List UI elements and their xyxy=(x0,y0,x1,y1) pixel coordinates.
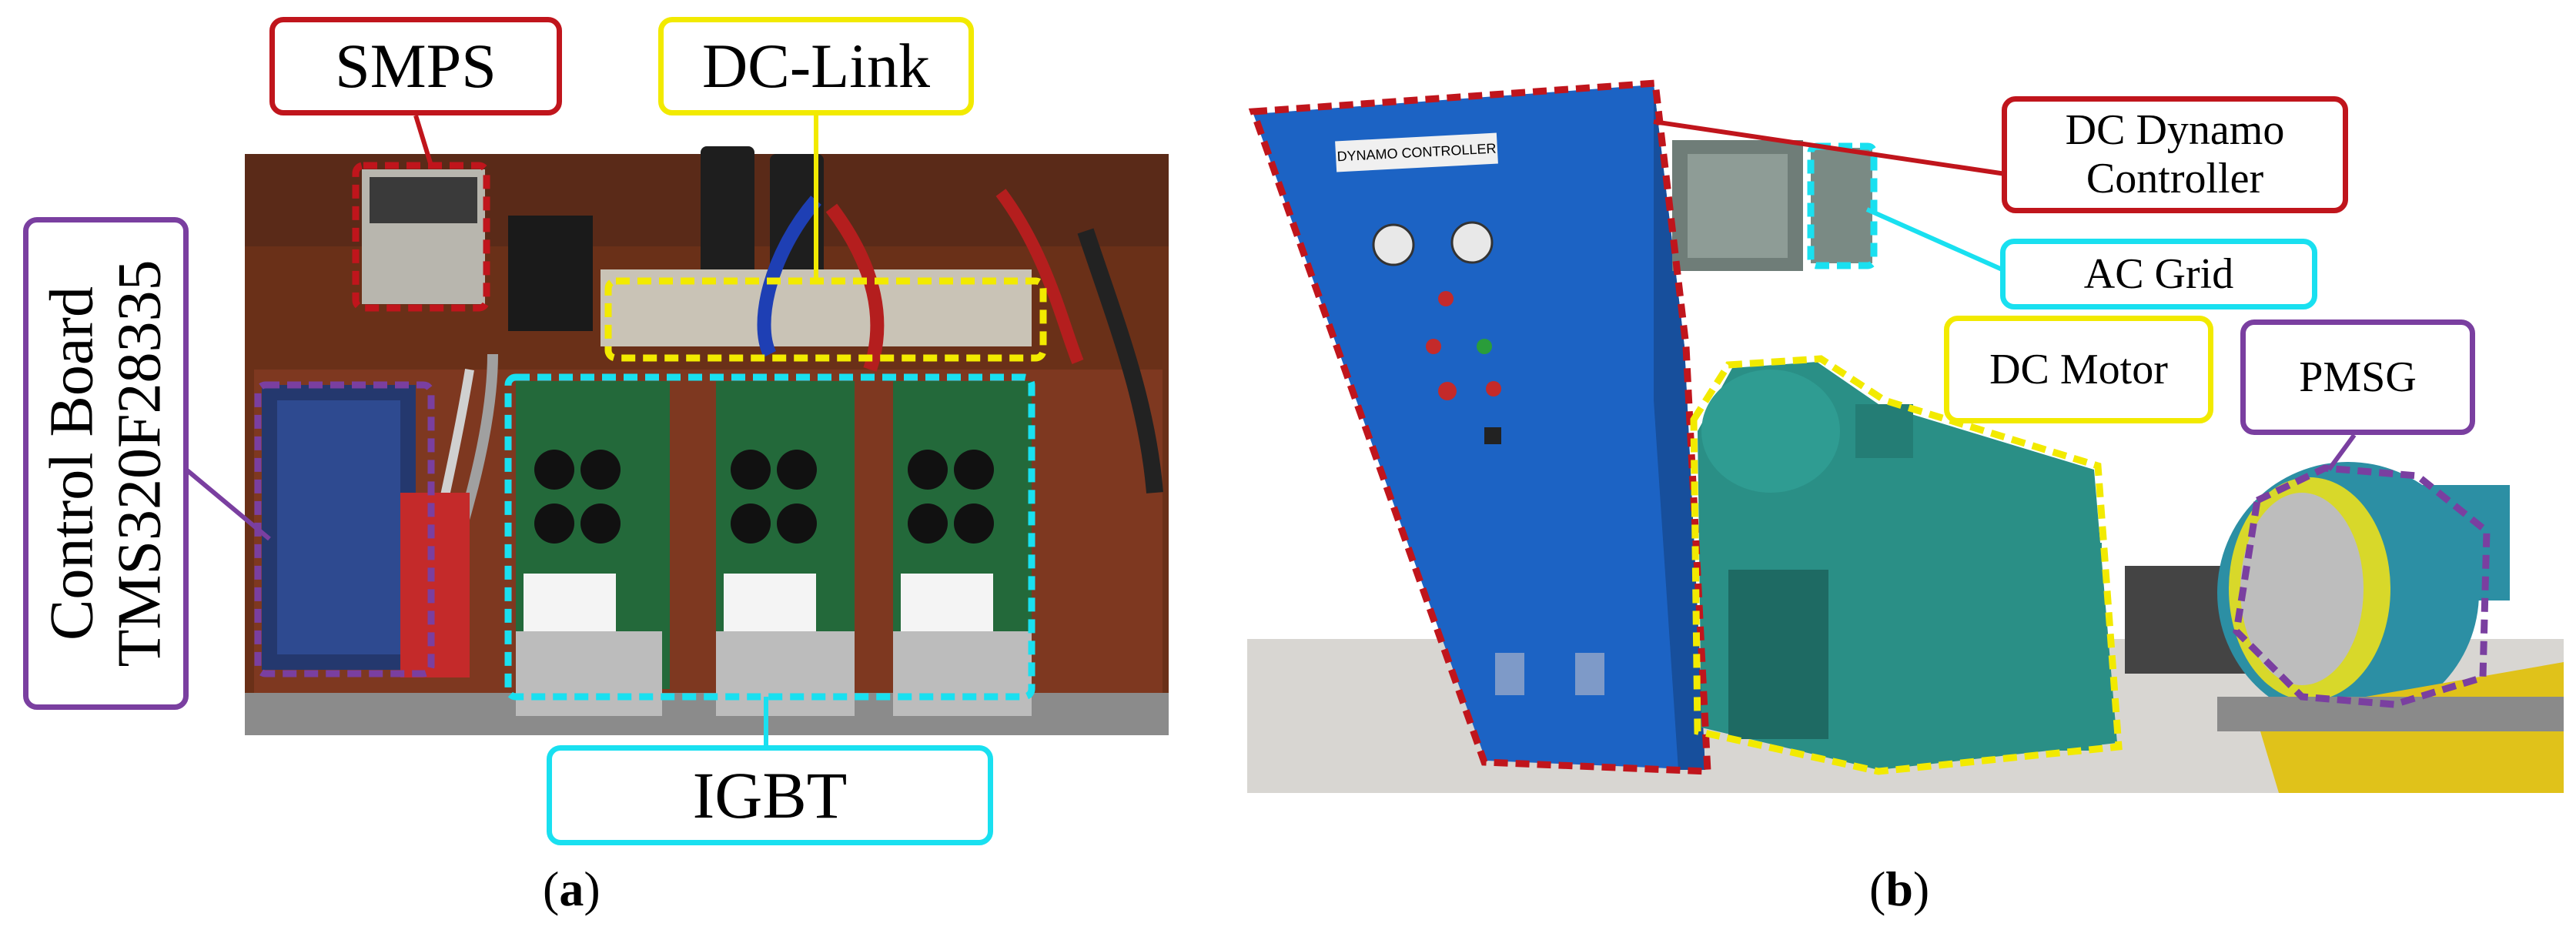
dc-motor-highlight xyxy=(1690,355,2123,775)
panel-a-caption: (a) xyxy=(543,861,601,916)
dc-link-capacitor xyxy=(701,146,754,277)
dynamo-cabinet xyxy=(1253,85,1705,770)
dc-dynamo-line1: DC Dynamo xyxy=(2065,106,2285,155)
control-board-label: Control Board TMS320F28335 xyxy=(23,217,189,710)
panel-a-leaders xyxy=(185,112,818,745)
dc-dynamo-controller-label: DC Dynamo Controller xyxy=(2002,96,2348,213)
igbt-label-text: IGBT xyxy=(692,758,848,832)
ac-grid-label-text: AC Grid xyxy=(2083,249,2234,298)
control-board-line2: TMS320F28335 xyxy=(105,259,174,667)
dc-motor-label: DC Motor xyxy=(1944,316,2213,423)
ac-grid-label: AC Grid xyxy=(2000,239,2317,309)
dc-link-label: DC-Link xyxy=(658,17,974,115)
ac-grid-highlight xyxy=(1807,142,1878,269)
pmsg-label-text: PMSG xyxy=(2299,353,2417,401)
control-board-line1: Control Board xyxy=(38,286,106,641)
panel-b-caption-letter: b xyxy=(1885,861,1913,916)
igbt-label: IGBT xyxy=(547,745,993,845)
panel-b-highlights xyxy=(1248,79,2491,775)
smps-label: SMPS xyxy=(269,17,562,115)
dynamo-controller-highlight xyxy=(1248,79,1711,775)
pmsg-highlight xyxy=(2233,464,2491,708)
panel-b-photo: DYNAMO CONTROLLER xyxy=(1247,85,2564,793)
dc-motor-label-text: DC Motor xyxy=(1989,345,2168,393)
dc-dynamo-line2: Controller xyxy=(2086,155,2264,202)
igbt-highlight xyxy=(504,373,1035,701)
dc-link-label-text: DC-Link xyxy=(701,31,931,102)
smps-highlight xyxy=(352,162,490,312)
dc-link-highlight xyxy=(604,277,1047,362)
smps-label-text: SMPS xyxy=(335,31,497,102)
ac-grid-panel xyxy=(1811,148,1872,263)
pmsg-label: PMSG xyxy=(2240,319,2475,435)
interface-board xyxy=(400,493,470,677)
panel-a-caption-letter: a xyxy=(559,861,584,916)
panel-b-caption: (b) xyxy=(1869,861,1930,916)
